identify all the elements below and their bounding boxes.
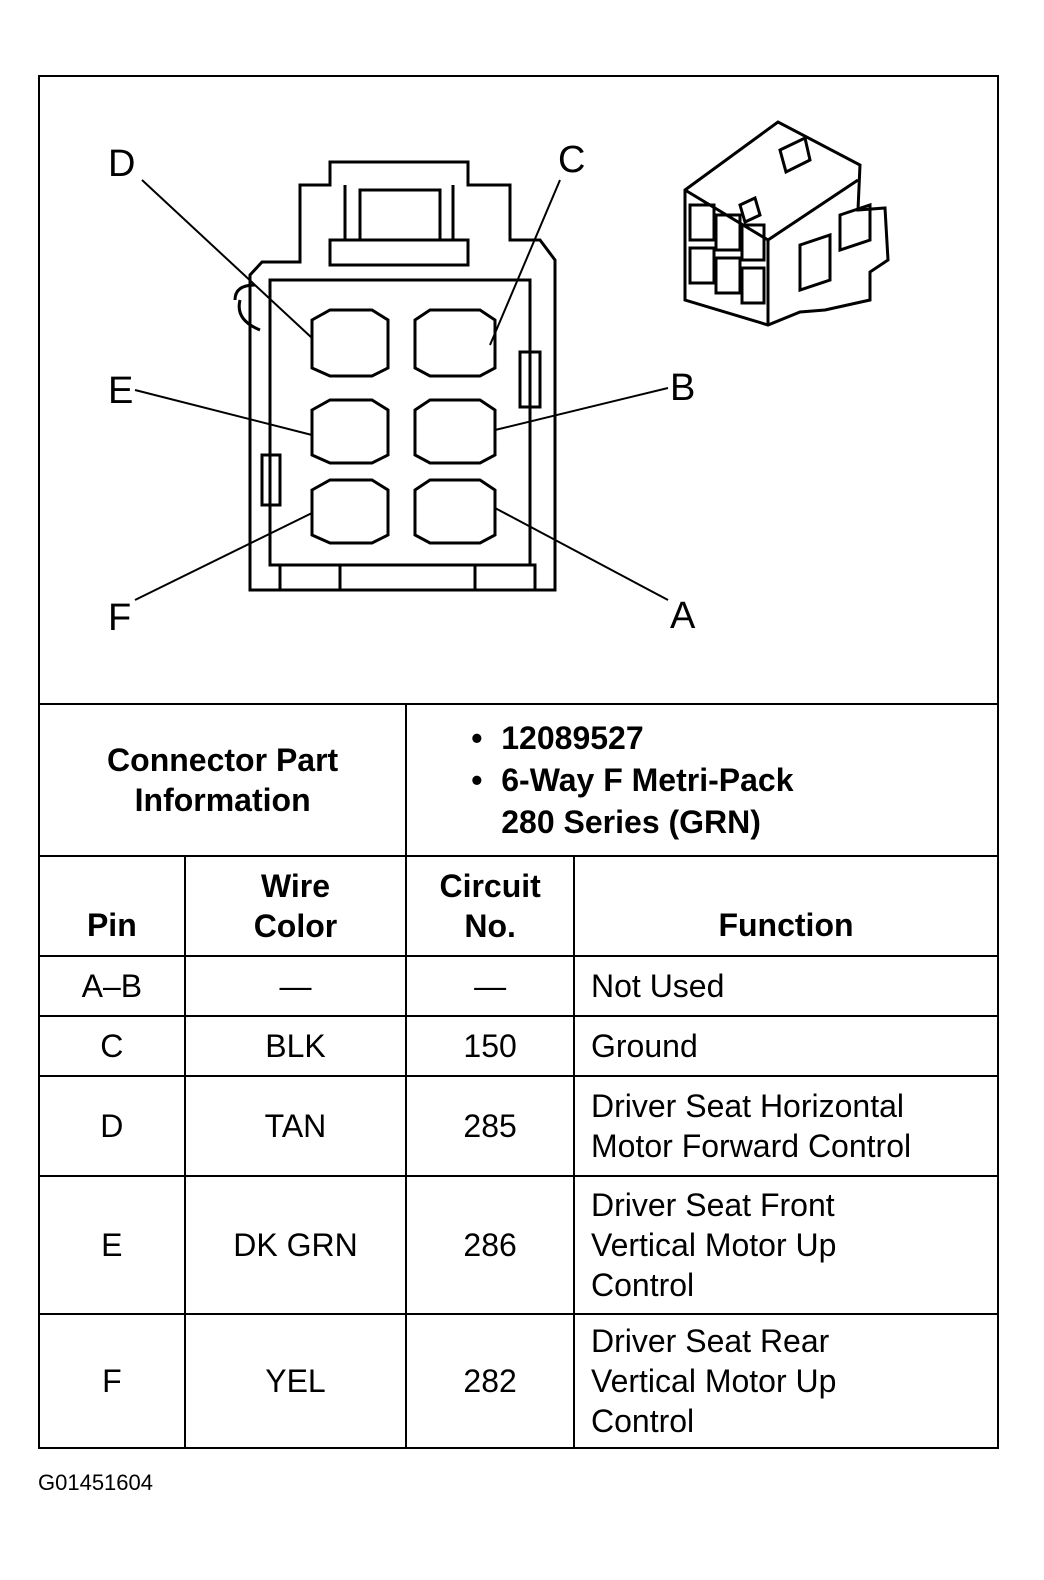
cell-function: Ground bbox=[573, 1015, 999, 1077]
cell-function: Driver Seat Rear Vertical Motor Up Contr… bbox=[573, 1313, 999, 1449]
pin-label-d: D bbox=[108, 143, 135, 185]
header-function: Function bbox=[573, 855, 999, 957]
header-circuit-no: Circuit No. bbox=[405, 855, 575, 957]
cell-circuit: 282 bbox=[405, 1313, 575, 1449]
part-number: 12089527 bbox=[465, 717, 997, 759]
cell-circuit: — bbox=[405, 955, 575, 1017]
cavity-c bbox=[413, 308, 497, 378]
pin-label-f: F bbox=[108, 597, 131, 639]
cell-wire-color: YEL bbox=[183, 1313, 408, 1449]
table-row: A–B — — Not Used bbox=[38, 955, 999, 1017]
header-pin: Pin bbox=[38, 855, 186, 957]
cell-wire-color: BLK bbox=[183, 1015, 408, 1077]
leader-a bbox=[494, 507, 669, 601]
leader-b bbox=[494, 387, 669, 431]
table-header-row: Pin Wire Color Circuit No. Function bbox=[38, 855, 999, 957]
leader-f bbox=[134, 512, 313, 601]
leader-c bbox=[489, 179, 561, 346]
cell-pin: C bbox=[38, 1015, 186, 1077]
table-row: C BLK 150 Ground bbox=[38, 1015, 999, 1077]
connector-part-info-row: Connector Part Information 12089527 6-Wa… bbox=[37, 703, 999, 857]
cell-function: Not Used bbox=[573, 955, 999, 1017]
pin-label-a: A bbox=[670, 595, 696, 637]
cavity-e bbox=[310, 398, 390, 465]
cell-pin: E bbox=[38, 1175, 186, 1315]
connector-3d-illustration bbox=[683, 120, 890, 327]
leader-d bbox=[141, 179, 313, 339]
cell-function: Driver Seat Horizontal Motor Forward Con… bbox=[573, 1075, 999, 1177]
connector-housing bbox=[248, 160, 557, 592]
cavity-b bbox=[413, 398, 497, 465]
cell-wire-color: DK GRN bbox=[183, 1175, 408, 1315]
cell-circuit: 286 bbox=[405, 1175, 575, 1315]
cell-pin: F bbox=[38, 1313, 186, 1449]
header-wire-color: Wire Color bbox=[183, 855, 408, 957]
connector-part-info-label: Connector Part Information bbox=[37, 703, 408, 857]
cell-wire-color: TAN bbox=[183, 1075, 408, 1177]
connector-diagram: D C E B F A bbox=[108, 120, 890, 639]
cell-function: Driver Seat Front Vertical Motor Up Cont… bbox=[573, 1175, 999, 1315]
cell-circuit: 285 bbox=[405, 1075, 575, 1177]
cell-wire-color: — bbox=[183, 955, 408, 1017]
pin-label-c: C bbox=[558, 139, 585, 181]
cavity-f bbox=[310, 478, 390, 545]
table-row: F YEL 282 Driver Seat Rear Vertical Moto… bbox=[38, 1313, 999, 1449]
cell-pin: A–B bbox=[38, 955, 186, 1017]
table-row: D TAN 285 Driver Seat Horizontal Motor F… bbox=[38, 1075, 999, 1177]
figure-id: G01451604 bbox=[38, 1470, 153, 1495]
cavity-a bbox=[413, 478, 497, 545]
leader-e bbox=[134, 389, 313, 436]
connector-table: Connector Part Information 12089527 6-Wa… bbox=[37, 703, 999, 1449]
pin-label-e: E bbox=[108, 370, 133, 412]
cavity-d bbox=[310, 308, 390, 378]
pin-label-b: B bbox=[670, 367, 695, 409]
cell-pin: D bbox=[38, 1075, 186, 1177]
cell-circuit: 150 bbox=[405, 1015, 575, 1077]
table-row: E DK GRN 286 Driver Seat Front Vertical … bbox=[38, 1175, 999, 1315]
